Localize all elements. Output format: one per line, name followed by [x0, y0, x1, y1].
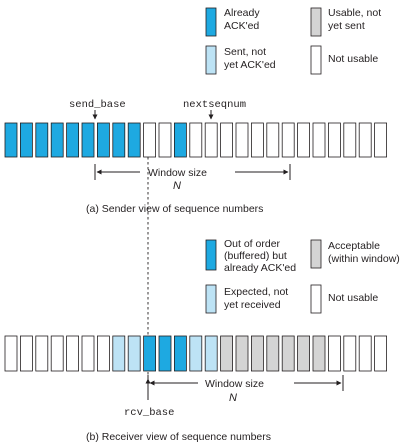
- sender-seq-cell-not-usable: [358, 122, 372, 158]
- receiver-window-label: Window size: [205, 378, 264, 390]
- receiver-seq-cell-out-of-order: [173, 335, 187, 372]
- receiver-seq-cell-not-usable: [35, 335, 49, 372]
- sender-seq-cell-sent: [143, 122, 157, 158]
- receiver-seq-cell-acceptable: [220, 335, 234, 372]
- sender-seq-cell-sent: [204, 122, 218, 158]
- receiver-seq-cell-acceptable: [297, 335, 311, 372]
- sender-seq-cell-not-usable: [327, 122, 341, 158]
- sender-sequence-row: [4, 122, 388, 158]
- legend-swatch-not-usable: [310, 45, 322, 75]
- sender-seq-cell-usable: [297, 122, 311, 158]
- send-base-label: send_base: [69, 99, 126, 111]
- sender-seq-cell-usable: [235, 122, 249, 158]
- receiver-seq-cell-acceptable: [235, 335, 249, 372]
- receiver-seq-cell-not-usable: [66, 335, 79, 372]
- receiver-seq-cell-not-usable: [81, 335, 95, 372]
- sender-seq-cell-acked: [66, 122, 79, 158]
- legend-out-of-order-line1: Out of order: [224, 238, 281, 250]
- receiver-seq-cell-not-usable: [327, 335, 341, 372]
- receiver-seq-cell-not-usable: [358, 335, 372, 372]
- sender-seq-cell-usable: [312, 122, 326, 158]
- legend-swatch-out-of-order: [205, 239, 217, 271]
- sender-seq-cell-not-usable: [374, 122, 388, 158]
- sender-legend: Already ACK'ed Sent, not yet ACK'ed Usab…: [205, 7, 381, 75]
- legend-acceptable-line1: Acceptable: [328, 240, 380, 252]
- receiver-seq-cell-not-usable: [343, 335, 357, 372]
- receiver-seq-cell-not-usable: [97, 335, 110, 372]
- sender-seq-cell-acked: [173, 122, 187, 158]
- sender-seq-cell-sent: [158, 122, 172, 158]
- sender-seq-cell-usable: [250, 122, 264, 158]
- legend-swatch-acceptable: [310, 239, 322, 269]
- receiver-seq-cell-expected: [204, 335, 218, 372]
- sender-seq-cell-not-usable: [343, 122, 357, 158]
- receiver-window-bracket: Window size N: [147, 375, 344, 404]
- receiver-seq-cell-out-of-order: [158, 335, 172, 372]
- legend-swatch-sent: [205, 45, 217, 75]
- legend-acceptable-line2: (within window): [328, 253, 400, 265]
- receiver-seq-cell-not-usable: [50, 335, 64, 372]
- receiver-seq-cell-out-of-order: [143, 335, 157, 372]
- receiver-sequence-row: [4, 335, 388, 372]
- sender-seq-cell-acked: [112, 122, 126, 158]
- legend-swatch-receiver-not-usable: [310, 284, 322, 314]
- legend-acked-line1: Already: [224, 7, 260, 19]
- nextseqnum-label: nextseqnum: [183, 99, 246, 111]
- sender-seq-cell-acked: [19, 122, 33, 158]
- legend-swatch-expected: [205, 284, 217, 314]
- legend-expected-line2: yet received: [224, 299, 281, 311]
- sender-seq-cell-acked: [4, 122, 18, 158]
- sender-seq-cell-acked: [127, 122, 141, 158]
- sender-seq-cell-usable: [220, 122, 234, 158]
- sender-window-label: Window size: [148, 167, 207, 179]
- legend-sent-line2: yet ACK'ed: [224, 59, 276, 71]
- sender-seq-cell-acked: [50, 122, 64, 158]
- sender-seq-cell-acked: [81, 122, 95, 158]
- legend-swatch-acked: [205, 7, 217, 37]
- receiver-seq-cell-acceptable: [281, 335, 295, 372]
- sender-seq-cell-usable: [266, 122, 280, 158]
- receiver-seq-cell-not-usable: [4, 335, 18, 372]
- receiver-caption: (b) Receiver view of sequence numbers: [86, 431, 271, 443]
- receiver-seq-cell-not-usable: [374, 335, 388, 372]
- legend-expected-line1: Expected, not: [224, 286, 288, 298]
- sender-seq-cell-usable: [281, 122, 295, 158]
- legend-sent-line1: Sent, not: [224, 46, 266, 58]
- legend-out-of-order-line3: already ACK'ed: [224, 262, 296, 274]
- receiver-seq-cell-acceptable: [250, 335, 264, 372]
- sender-caption: (a) Sender view of sequence numbers: [86, 203, 263, 215]
- legend-acked-line2: ACK'ed: [224, 20, 259, 32]
- sender-window-n: N: [173, 180, 181, 192]
- receiver-seq-cell-expected: [127, 335, 141, 372]
- legend-usable-line1: Usable, not: [328, 7, 381, 19]
- sender-seq-cell-acked: [35, 122, 49, 158]
- receiver-seq-cell-not-usable: [19, 335, 33, 372]
- sender-window-bracket: Window size N: [94, 164, 291, 192]
- receiver-seq-cell-expected: [189, 335, 203, 372]
- receiver-seq-cell-acceptable: [266, 335, 280, 372]
- receiver-legend: Out of order (buffered) but already ACK'…: [205, 238, 400, 314]
- rcv-base-label: rcv_base: [124, 407, 174, 419]
- legend-receiver-not-usable: Not usable: [328, 292, 378, 304]
- receiver-seq-cell-expected: [112, 335, 126, 372]
- legend-swatch-usable: [310, 7, 322, 37]
- legend-out-of-order-line2: (buffered) but: [224, 250, 287, 262]
- legend-not-usable: Not usable: [328, 53, 378, 65]
- sender-seq-cell-sent: [189, 122, 203, 158]
- sender-seq-cell-acked: [97, 122, 110, 158]
- receiver-window-n: N: [229, 392, 237, 404]
- receiver-seq-cell-acceptable: [312, 335, 326, 372]
- legend-usable-line2: yet sent: [328, 20, 365, 32]
